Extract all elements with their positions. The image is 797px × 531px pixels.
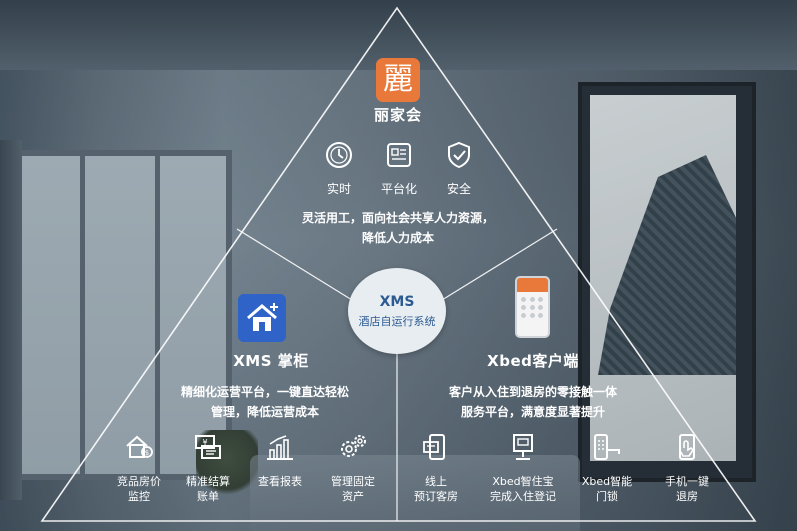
gears-icon (341, 435, 366, 457)
background-curtain (0, 140, 22, 500)
phone-checkout-icon (679, 434, 695, 460)
smart-lock-icon (594, 434, 620, 460)
xbed-title: Xbed客户端 (487, 352, 579, 370)
shield-check-icon (448, 141, 470, 169)
xms-core-circle: XMS 酒店自运行系统 (348, 268, 446, 354)
background-plant (196, 430, 258, 500)
feature-platform: 平台化 (374, 140, 424, 197)
xms-title: XMS 掌柜 (233, 352, 309, 370)
item-reports: 查看报表 (241, 432, 319, 489)
platform-icon (387, 143, 411, 167)
check-in-kiosk-icon (513, 434, 533, 460)
bar-chart-icon (267, 435, 293, 460)
xms-description: 精细化运营平台，一键直达轻松 管理，降低运营成本 (180, 385, 349, 419)
core-subtitle: 酒店自运行系统 (358, 314, 436, 328)
item-smart-lock: Xbed智能 门锁 (568, 432, 646, 504)
item-billing: ¥ 精准结算 账单 (169, 432, 247, 504)
feature-realtime: 实时 (314, 140, 364, 197)
background-window (4, 150, 232, 480)
item-competitor-price: $ 竞品房价 监控 (100, 432, 178, 504)
svg-text:¥: ¥ (202, 438, 207, 447)
item-online-booking: 线上 预订客房 (397, 432, 475, 504)
lijiahui-title: 丽家会 (373, 106, 422, 124)
xms-house-icon (238, 294, 286, 342)
item-check-in-kiosk: Xbed智住宝 完成入住登记 (484, 432, 562, 504)
online-booking-icon (423, 434, 445, 460)
house-price-icon: $ (126, 435, 153, 458)
item-fixed-assets: 管理固定 资产 (314, 432, 392, 504)
background-painting (590, 95, 736, 461)
lijiahui-description: 灵活用工，面向社会共享人力资源， 降低人力成本 (301, 211, 494, 245)
lijiahui-logo: 麗 (376, 58, 420, 102)
xbed-description: 客户从入住到退房的零接触一体 服务平台，满意度显著提升 (448, 385, 617, 419)
phone-app-icon (515, 276, 550, 338)
lijiahui-logo-glyph: 麗 (383, 62, 413, 97)
clock-icon (326, 142, 352, 168)
svg-text:$: $ (145, 449, 149, 457)
background-sofa (250, 455, 580, 531)
feature-security: 安全 (434, 140, 484, 197)
item-phone-checkout: 手机一键 退房 (648, 432, 726, 504)
bill-settlement-icon: ¥ (195, 435, 221, 459)
core-title: XMS (379, 293, 415, 310)
